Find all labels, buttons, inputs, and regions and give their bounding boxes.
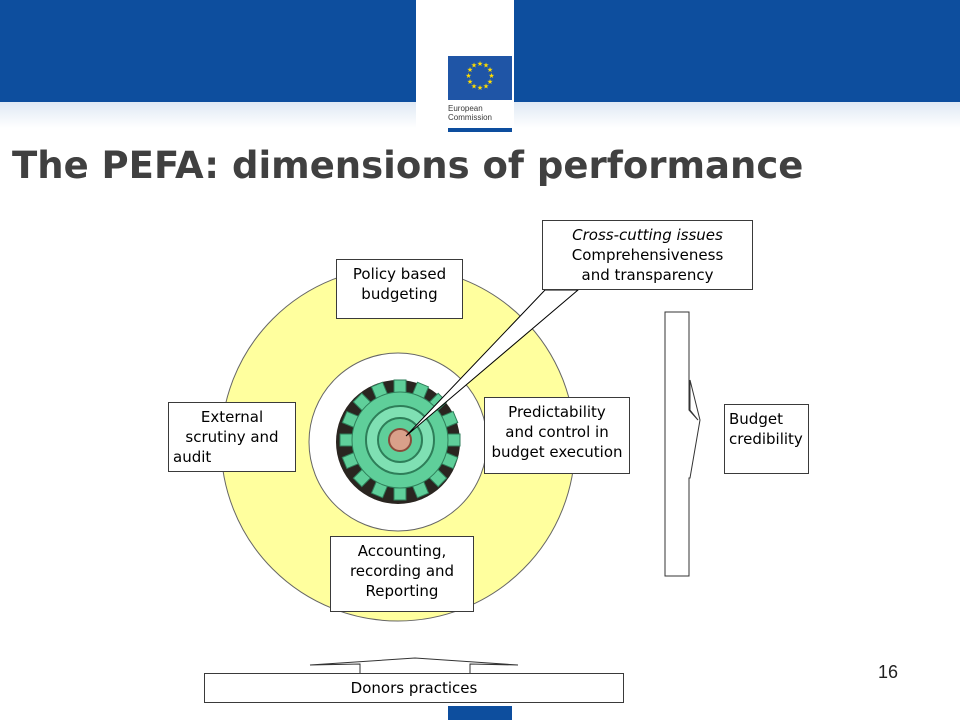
svg-text:★: ★ (483, 83, 489, 91)
svg-text:★: ★ (487, 66, 493, 74)
logo-underline (448, 128, 512, 132)
predictability-line-1: Predictability (508, 403, 606, 421)
gear-icon (336, 379, 461, 504)
bottom-brand-strip (448, 706, 512, 720)
logo-wordmark: European Commission (448, 104, 492, 122)
predictability-line-2: and control in (505, 423, 609, 441)
svg-text:★: ★ (483, 62, 489, 70)
callout-pointer (405, 289, 580, 437)
svg-text:★: ★ (471, 83, 477, 91)
svg-text:★: ★ (471, 62, 477, 70)
svg-text:★: ★ (467, 66, 473, 74)
page-title: The PEFA: dimensions of performance (12, 144, 804, 187)
external-scrutiny-box: External scrutiny and audit (168, 402, 296, 472)
eu-stars-icon: ★★★ ★★★ ★★★ ★★★ (465, 60, 494, 92)
svg-text:★: ★ (467, 78, 473, 86)
cross-cutting-line-1: Comprehensiveness (571, 246, 724, 264)
cross-cutting-box: Cross-cutting issues Comprehensiveness a… (542, 220, 753, 290)
external-line-2: scrutiny and (185, 428, 279, 446)
svg-text:★: ★ (465, 72, 471, 80)
external-line-1: External (200, 408, 264, 426)
eu-flag-icon: ★★★ ★★★ ★★★ ★★★ (448, 56, 512, 100)
donors-chevron (309, 657, 519, 676)
cross-cutting-line-2: and transparency (581, 266, 714, 284)
accounting-line-3: Reporting (365, 582, 439, 600)
page-number: 16 (878, 662, 899, 682)
accounting-line-2: recording and (349, 562, 455, 580)
donors-label: Donors practices (350, 679, 478, 697)
logo-line-2: Commission (448, 113, 493, 122)
credibility-line-1: Budget (729, 410, 783, 428)
cross-cutting-title: Cross-cutting issues (572, 226, 723, 244)
budget-credibility-box: Budget credibility (724, 404, 809, 474)
policy-budgeting-box: Policy based budgeting (336, 259, 463, 319)
accounting-line-1: Accounting, (357, 542, 447, 560)
svg-text:★: ★ (477, 84, 483, 92)
accounting-box: Accounting, recording and Reporting (330, 536, 474, 612)
logo-line-1: European (448, 104, 483, 113)
credibility-line-2: credibility (729, 430, 803, 448)
predictability-line-3: budget execution (491, 443, 623, 461)
svg-text:★: ★ (487, 78, 493, 86)
external-line-3: audit (173, 448, 212, 466)
policy-line-2: budgeting (361, 285, 438, 303)
vertical-arrow (664, 311, 701, 577)
svg-text:★: ★ (488, 72, 494, 80)
donors-practices-box: Donors practices (204, 673, 624, 703)
policy-line-1: Policy based (352, 265, 447, 283)
svg-text:★: ★ (477, 60, 483, 68)
predictability-box: Predictability and control in budget exe… (484, 397, 630, 474)
